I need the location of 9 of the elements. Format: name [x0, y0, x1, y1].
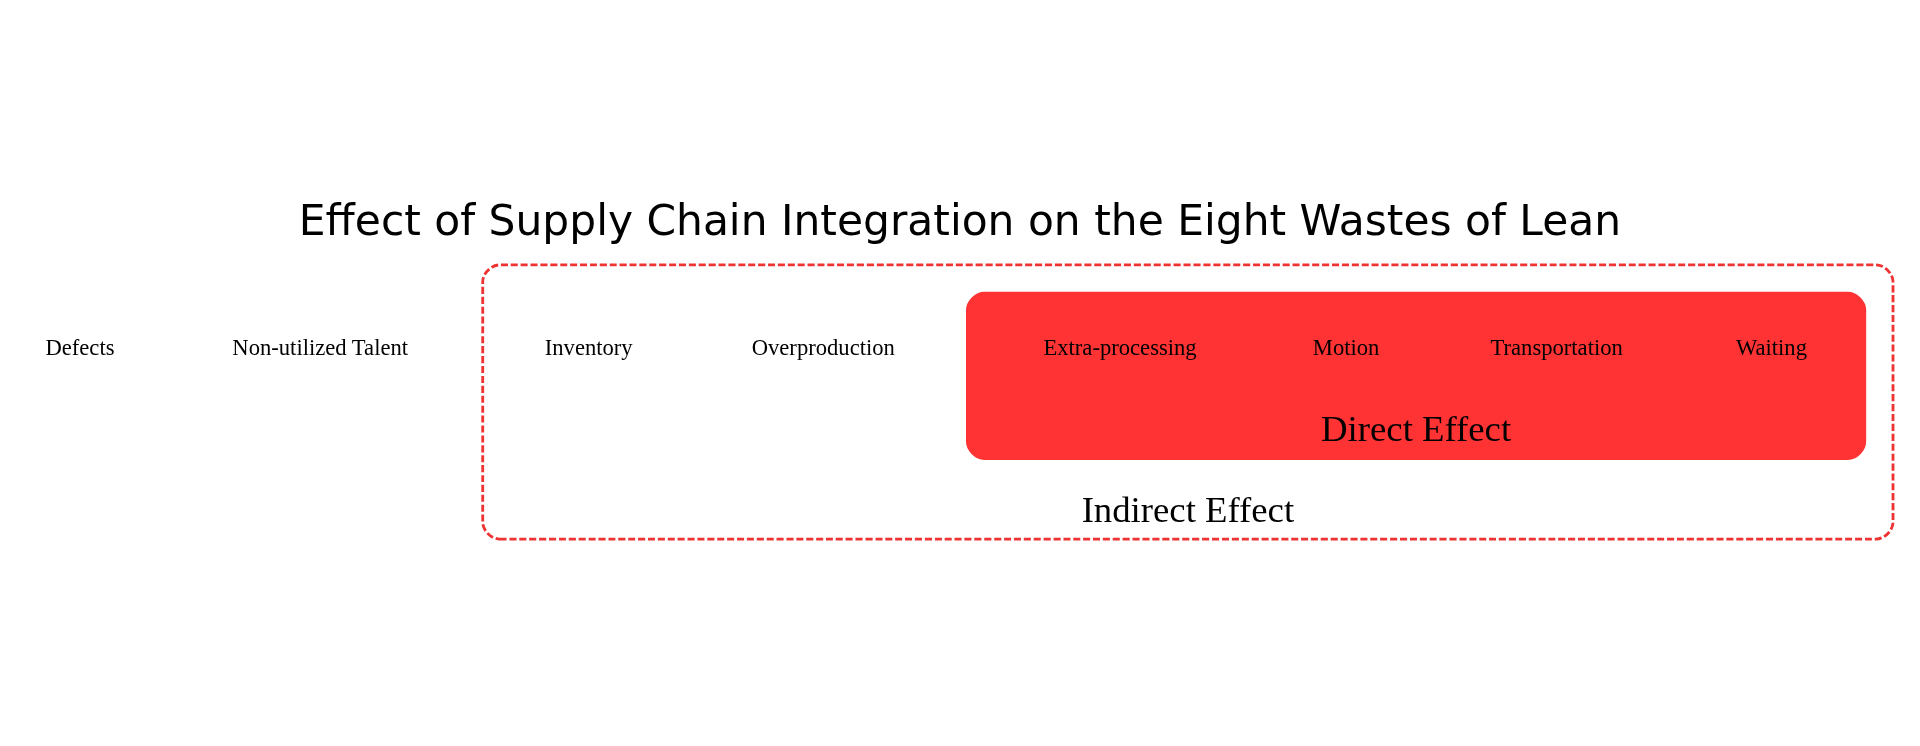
node-text: Transportation [1490, 335, 1623, 361]
node-text: Defects [45, 335, 115, 361]
diagram-title: Effect of Supply Chain Integration on the Eight Wastes of Lean [298, 196, 1622, 246]
node-text: Overproduction [751, 335, 895, 361]
node-text: Waiting [1735, 335, 1807, 361]
node-text: Extra-processing [1043, 335, 1197, 361]
node-text: Non-utilized Talent [232, 335, 409, 361]
node-text: Motion [1312, 335, 1380, 361]
node-text: Inventory [544, 335, 633, 361]
